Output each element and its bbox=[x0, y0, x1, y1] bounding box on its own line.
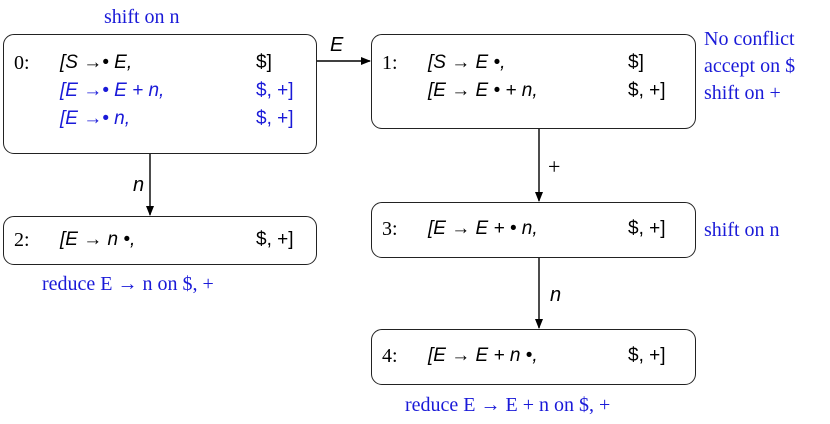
edge-label-3-4: n bbox=[550, 284, 562, 306]
state-3-note-text: shift on n bbox=[704, 219, 780, 241]
state-1-item-0-lookahead: $] bbox=[628, 52, 644, 73]
state-2-item-0-lookahead: $, +] bbox=[256, 229, 294, 250]
state-0-item-0-lookahead: $] bbox=[256, 52, 272, 73]
state-0-item-0-core: [S →• E, bbox=[60, 52, 133, 73]
state-1-notes: No conflict accept on $ shift on + bbox=[704, 26, 795, 107]
state-1-note-0: No conflict bbox=[704, 28, 795, 50]
state-2-item-0-core: [E → n •, bbox=[60, 229, 136, 250]
state-0-note: shift on n bbox=[104, 6, 180, 29]
state-3-box: 3: [E → E + • n, $, +] bbox=[371, 202, 696, 258]
state-1-number: 1: bbox=[382, 52, 398, 74]
state-3-number: 3: bbox=[382, 218, 398, 240]
state-2-number: 2: bbox=[14, 229, 30, 251]
state-1-item-0-core: [S → E •, bbox=[428, 52, 506, 73]
edge-label-0-1: E bbox=[330, 34, 344, 56]
state-0-item-2-core: [E →• n, bbox=[60, 108, 131, 129]
state-1-note-1: accept on $ bbox=[704, 55, 796, 77]
state-4-note: reduce E → E + n on $, + bbox=[405, 394, 610, 417]
state-3-note: shift on n bbox=[704, 219, 780, 242]
edge-label-0-2: n bbox=[133, 174, 145, 196]
state-0-note-text: shift on n bbox=[104, 6, 180, 28]
state-3-item-0-lookahead: $, +] bbox=[628, 218, 666, 239]
state-4-number: 4: bbox=[382, 345, 398, 367]
state-1-item-1-lookahead: $, +] bbox=[628, 80, 666, 101]
state-0-box: 0: [S →• E, $] [E →• E + n, $, +] [E →• … bbox=[3, 34, 317, 154]
state-1-note-2: shift on + bbox=[704, 82, 781, 104]
state-1-box: 1: [S → E •, $] [E → E • + n, $, +] bbox=[371, 34, 696, 129]
state-2-box: 2: [E → n •, $, +] bbox=[3, 216, 317, 265]
state-0-item-1-lookahead: $, +] bbox=[256, 80, 294, 101]
state-2-note: reduce E → n on $, + bbox=[42, 273, 214, 296]
state-0-item-1-core: [E →• E + n, bbox=[60, 80, 165, 101]
state-4-note-text: reduce E → E + n on $, + bbox=[405, 394, 611, 416]
edge-label-1-3: + bbox=[548, 154, 561, 179]
state-0-number: 0: bbox=[14, 52, 30, 74]
state-1-item-1-core: [E → E • + n, bbox=[428, 80, 538, 101]
state-2-note-text: reduce E → n on $, + bbox=[42, 273, 214, 295]
state-3-item-0-core: [E → E + • n, bbox=[428, 218, 538, 239]
state-4-item-0-core: [E → E + n •, bbox=[428, 345, 538, 366]
state-4-box: 4: [E → E + n •, $, +] bbox=[371, 329, 696, 385]
state-4-item-0-lookahead: $, +] bbox=[628, 345, 666, 366]
state-0-item-2-lookahead: $, +] bbox=[256, 108, 294, 129]
